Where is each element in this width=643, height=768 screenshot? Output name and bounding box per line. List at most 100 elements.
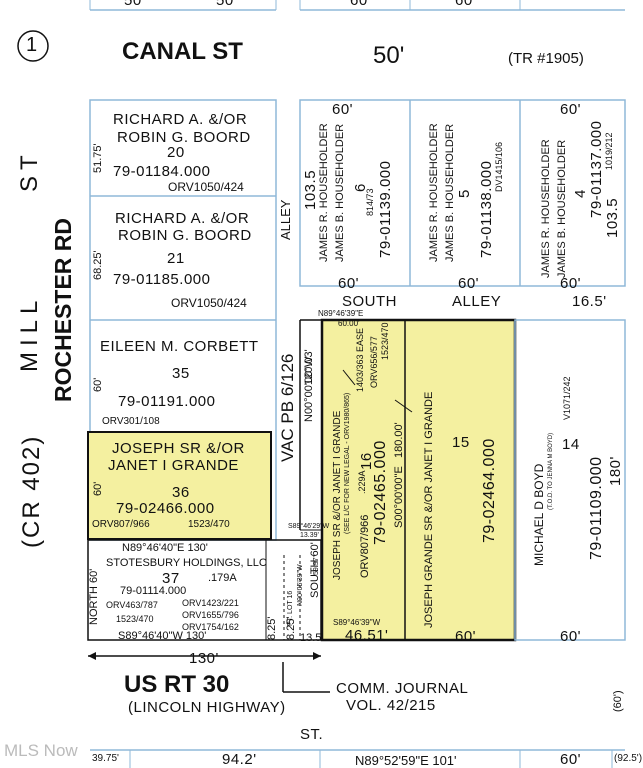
- top-dim-3: 60: [350, 0, 368, 9]
- lot37-number: 37: [162, 570, 180, 587]
- us30-width: 130': [189, 650, 219, 667]
- lot15-parcel: 79-02464.000: [481, 438, 498, 543]
- strip-w2: 8.25': [285, 616, 297, 640]
- lot36-ref2: 1523/470: [188, 519, 230, 530]
- lot37-ref-r1: ORV1423/221: [182, 598, 239, 608]
- bottom-dim-d: 60': [560, 751, 582, 768]
- strip-dist1: 13.39': [300, 532, 319, 539]
- lot21-ref: ORV1050/424: [171, 296, 247, 310]
- lot21-owner1: RICHARD A. &/OR: [115, 210, 250, 227]
- lot14-depth: 180': [607, 456, 624, 486]
- mls-now-watermark: MLS Now: [4, 741, 78, 760]
- lot14-owner: MICHAEL D BOYD: [532, 463, 546, 566]
- lot16-ref1: ORV656/577: [369, 336, 379, 388]
- lot16-bearing-n: N89°46'39"E: [318, 309, 364, 318]
- lot37-parcel: 79-01114.000: [120, 585, 187, 597]
- lot4-width: 60': [560, 101, 582, 118]
- lot6-depth: 103.5: [302, 169, 319, 210]
- lot14-ref: V1071/242: [562, 376, 572, 420]
- lot21-dim: 68.25': [92, 250, 104, 280]
- alley-label: ALLEY: [278, 199, 293, 240]
- vac-label: VAC PB 6/126: [278, 353, 297, 462]
- lot5-owner2: JAMES B. HOUSEHOLDER: [444, 123, 456, 262]
- lot20-owner2: ROBIN G. BOORD: [117, 129, 251, 146]
- top-dim-1: 50: [124, 0, 142, 9]
- lot36-dim: 60': [92, 481, 104, 496]
- lot6-parcel: 79-01139.000: [377, 160, 394, 258]
- lot5-parcel: 79-01138.000: [478, 160, 495, 258]
- canal-street-width: 50': [373, 42, 405, 69]
- rochester-rd-name: ROCHESTER RD: [50, 217, 76, 402]
- lot36-owner1: JOSEPH SR &/OR: [112, 440, 245, 457]
- bottom-dim-a: 39.75': [92, 753, 119, 764]
- lot4-owner2: JAMES B. HOUSEHOLDER: [556, 139, 568, 278]
- bottom-dim-e: (92.5'): [614, 753, 643, 764]
- lot6-width: 60': [332, 101, 354, 118]
- strip-w1: 8.25': [266, 616, 278, 640]
- lot16-bearing-w: S00°00'00"E: [393, 466, 405, 528]
- lot16-ref3: ORV807/966: [359, 514, 371, 578]
- lot4-depth: 103.5: [604, 197, 621, 238]
- lot37-ref-r3: ORV1754/162: [182, 622, 239, 632]
- lot37-ref-l2: 1523/470: [116, 614, 154, 624]
- lot21-number: 21: [167, 250, 185, 267]
- us30-alt: (LINCOLN HIGHWAY): [128, 699, 286, 716]
- lot36-number: 36: [172, 484, 190, 501]
- south-alley-width: 16.5': [572, 293, 607, 310]
- right-edge-dim: (60'): [612, 690, 624, 712]
- lot20-number: 20: [167, 144, 185, 161]
- top-dim-2: 50: [216, 0, 234, 9]
- lot4-width-bottom: 60': [560, 275, 582, 292]
- lot16-parcel: 79-02465.000: [372, 440, 389, 545]
- lot21-owner2: ROBIN G. BOORD: [118, 227, 252, 244]
- lot16-bearing-n-dist: 60.00': [338, 319, 360, 328]
- lot5-ref: DV1415/106: [494, 141, 504, 192]
- mill-st-part2: ST: [16, 149, 43, 192]
- lot4-parcel: 79-01137.000: [588, 120, 605, 218]
- lot15-number: 15: [452, 434, 470, 451]
- lot20-dim: 51.75': [92, 143, 104, 173]
- lot37-bearing-top: N89°46'40"E 130': [122, 542, 208, 554]
- lot4-owner1: JAMES R. HOUSEHOLDER: [540, 139, 552, 278]
- lot16-ref2: 1523/470: [380, 322, 390, 360]
- lot35-parcel: 79-01191.000: [118, 393, 216, 410]
- strip-bearing1: S89°46'29"W: [288, 523, 330, 530]
- top-dim-4: 60: [455, 0, 473, 9]
- lot37-north: NORTH 60': [88, 568, 100, 625]
- lot37-owner: STOTESBURY HOLDINGS, LLC: [106, 557, 267, 569]
- lot5-width: 60': [458, 275, 480, 292]
- lot14-width: 60': [560, 628, 582, 645]
- lot4-ref: 1019/212: [604, 132, 614, 170]
- lot16-owner: JOSEPH SR &/OR JANET I GRANDE: [332, 410, 343, 580]
- lot16-bearing-e-dist: 120.03': [303, 349, 315, 385]
- lot6-owner1: JAMES R. HOUSEHOLDER: [318, 123, 330, 262]
- lot20-parcel: 79-01184.000: [113, 163, 211, 180]
- strip-south: SOUTH 60': [309, 542, 321, 598]
- canal-tract: (TR #1905): [508, 50, 584, 67]
- strip-bearing2: N00°05'39"W: [297, 564, 304, 606]
- lot20-owner1: RICHARD A. &/OR: [113, 111, 248, 128]
- lot15-width: 60': [455, 628, 477, 645]
- lot14-number: 14: [562, 436, 580, 453]
- us30-name: US RT 30: [124, 671, 230, 698]
- strip-w3: 13.5': [300, 632, 324, 644]
- comm-journal-line2: VOL. 42/215: [346, 697, 436, 714]
- lot37-ref-r2: ORV1655/796: [182, 610, 239, 620]
- lot5-owner1: JAMES R. HOUSEHOLDER: [428, 123, 440, 262]
- lot6-width-bottom: 60': [338, 275, 360, 292]
- lot35-number: 35: [172, 365, 190, 382]
- lot37-acres: .179A: [208, 572, 237, 584]
- lot35-dim: 60': [92, 377, 104, 392]
- lot35-ref: ORV301/108: [102, 416, 160, 427]
- us30-st: ST.: [300, 726, 324, 743]
- lot37-ref-l1: ORV463/787: [106, 600, 158, 610]
- canal-street-name: CANAL ST: [122, 38, 243, 65]
- sheet-number: 1: [26, 34, 38, 56]
- mill-st-part1: MILL: [16, 294, 43, 372]
- lot36-ref: ORV807/966: [92, 519, 150, 530]
- lot6-owner2: JAMES B. HOUSEHOLDER: [334, 123, 346, 262]
- lot36-parcel: 79-02466.000: [116, 500, 215, 517]
- lot16-bearing-s-dist: 46.51': [345, 627, 389, 644]
- lot5-number: 5: [456, 189, 473, 198]
